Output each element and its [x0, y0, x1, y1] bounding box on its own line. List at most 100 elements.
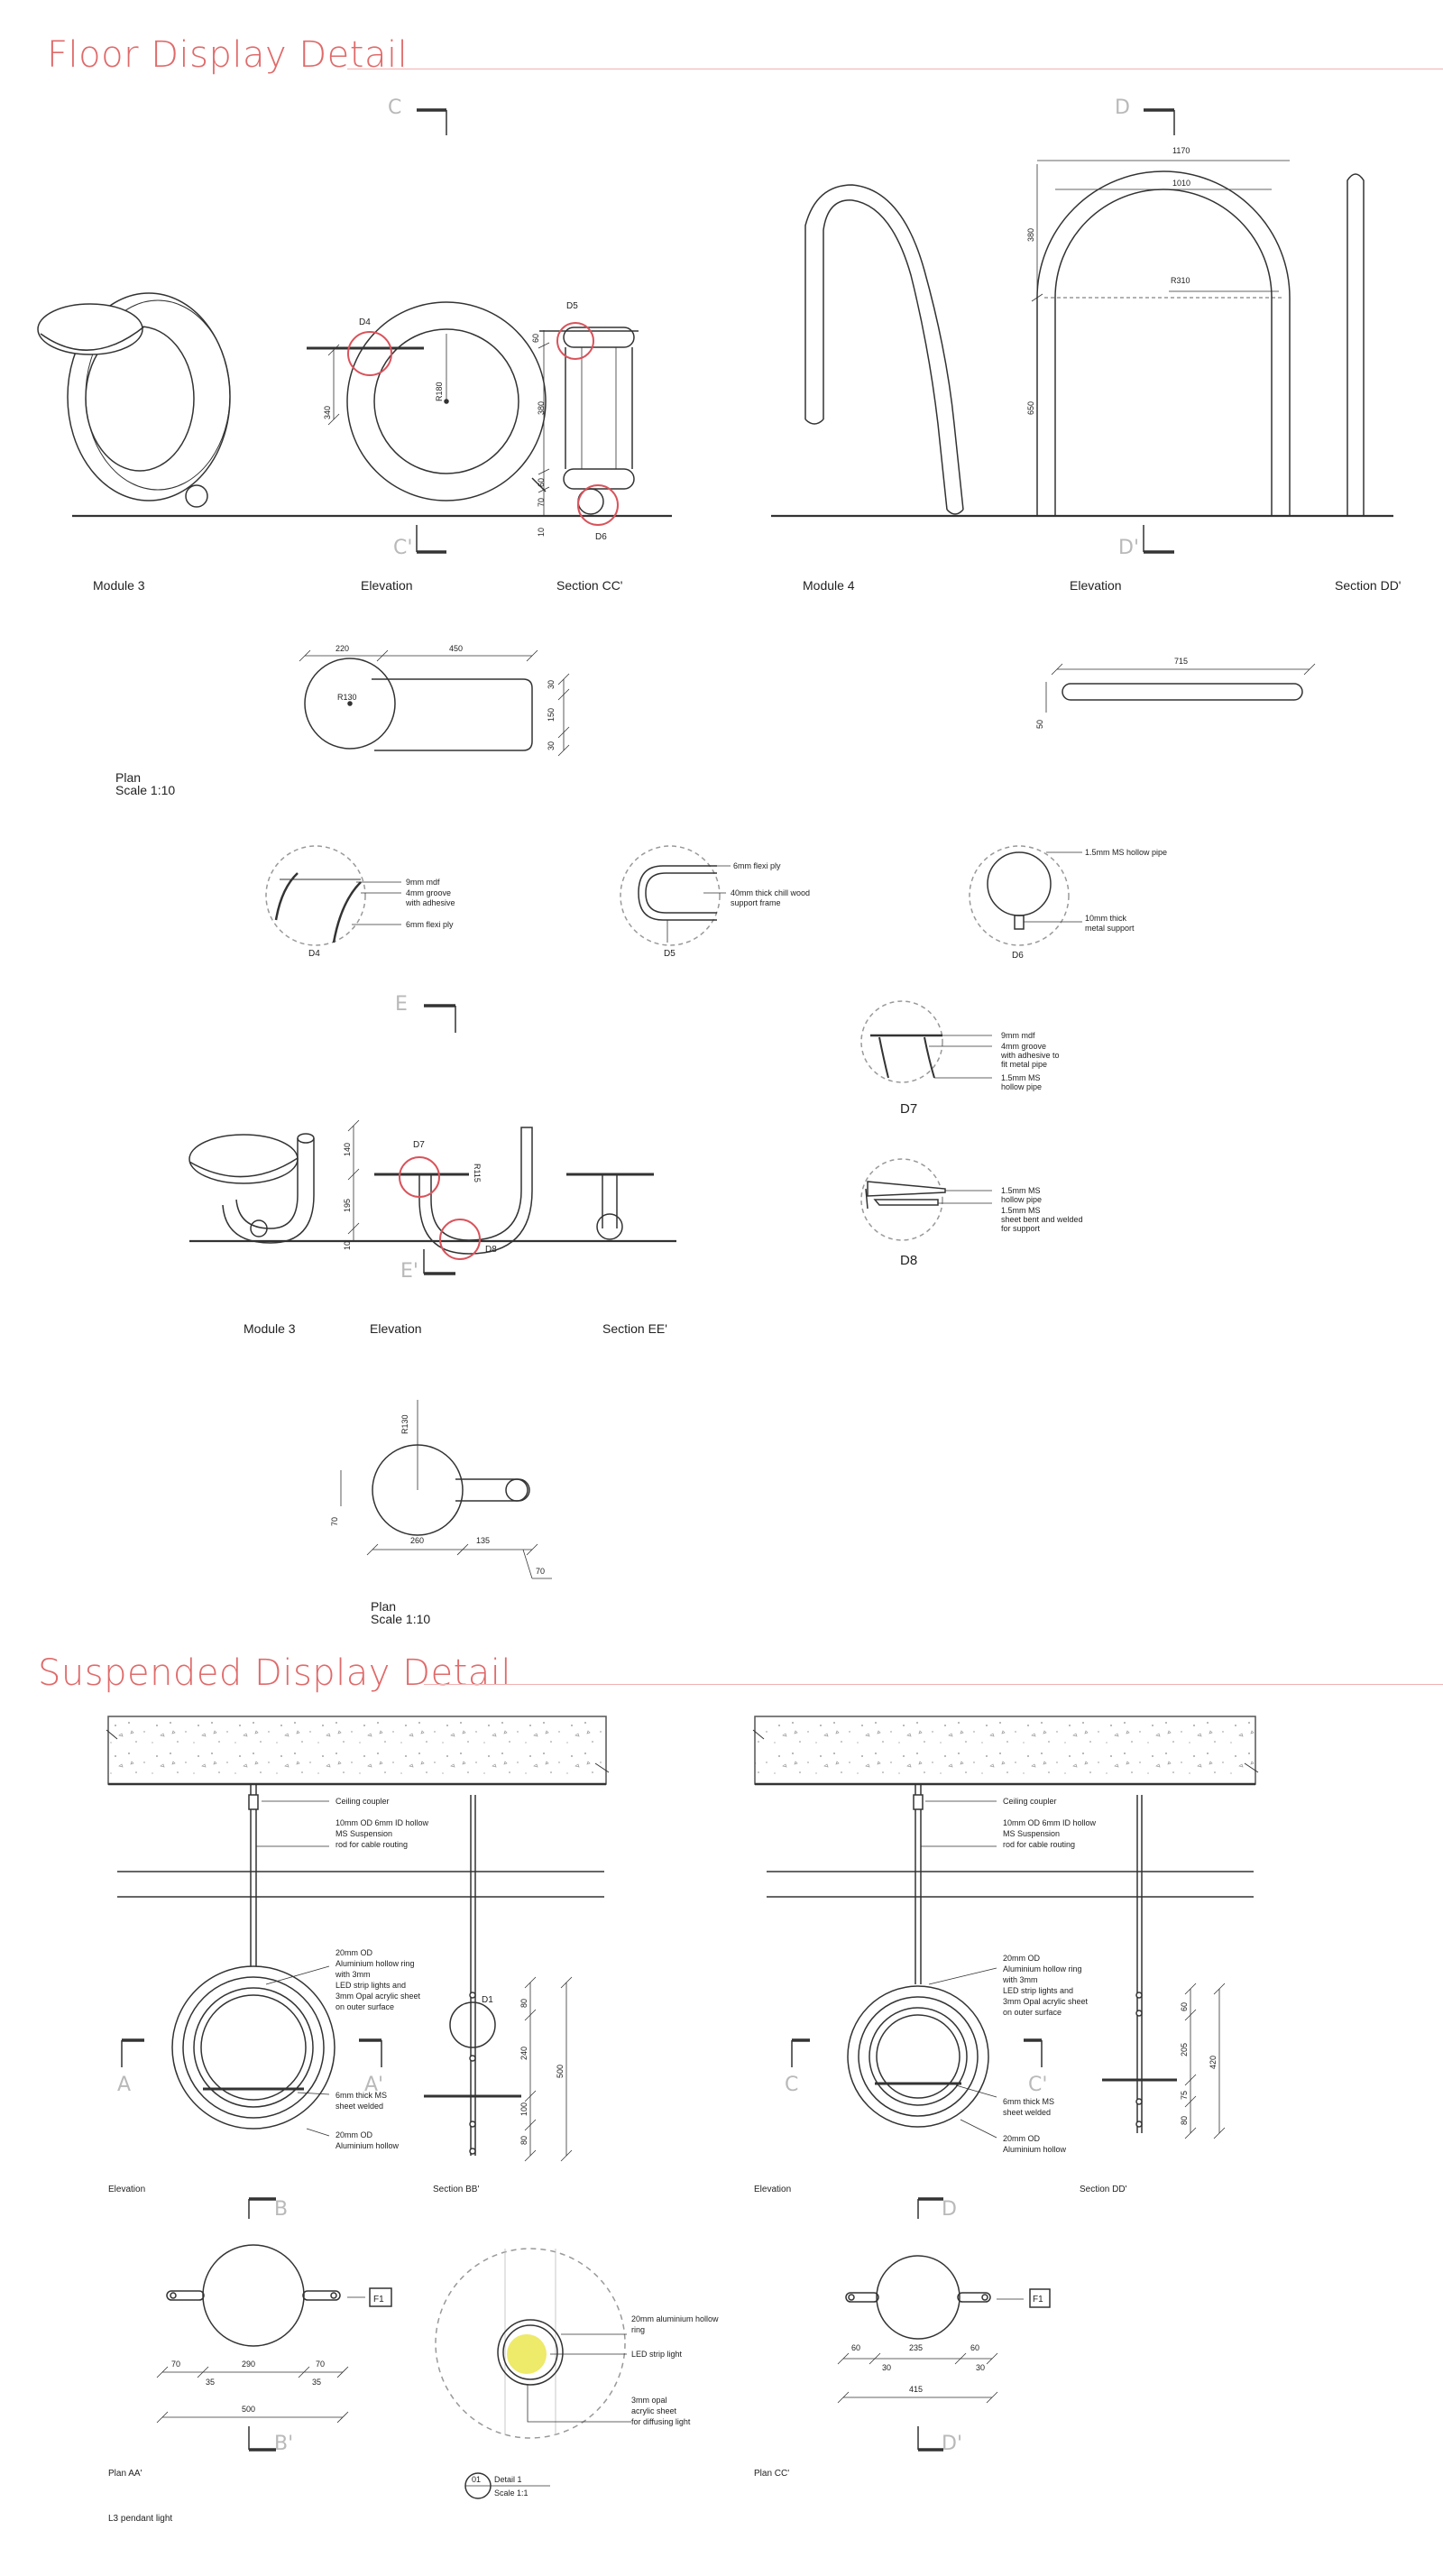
dim-p3-70b: 70	[536, 1567, 545, 1576]
note-d4-groove-2: with adhesive	[405, 898, 455, 907]
label-elevation-left: Elevation	[108, 2185, 145, 2194]
marker-a-prime: A'	[364, 2074, 383, 2096]
note-det-ring-1: 20mm aluminium hollow	[631, 2314, 719, 2323]
pendant-right-elevation	[767, 1784, 1254, 2219]
detail-scale: Scale 1:1	[494, 2489, 528, 2498]
dim-pc-30: 30	[882, 2363, 891, 2372]
dim-p1-150: 150	[547, 708, 556, 722]
label-section-ee: Section EE'	[602, 1321, 667, 1336]
note-left-ring-1: 20mm OD	[335, 1948, 373, 1957]
dim-m3-340: 340	[323, 406, 332, 419]
tag-d7-detail: D7	[900, 1101, 917, 1117]
label-module3-mid: Module 3	[244, 1321, 296, 1336]
note-d5-wood-2: support frame	[731, 898, 781, 907]
label-section-cc: Section CC'	[556, 578, 622, 593]
dim-p1-220: 220	[335, 644, 349, 653]
label-module4: Module 4	[803, 578, 855, 593]
module4-3d-view	[771, 184, 1393, 518]
module4-elevation	[1031, 108, 1291, 554]
label-section-dd: Section DD'	[1080, 2185, 1127, 2194]
module3b-3d-view	[188, 1133, 676, 1244]
module3b-elevation	[347, 1119, 533, 1275]
tag-d4-detail: D4	[308, 949, 320, 959]
note-det-acrylic-2: acrylic sheet	[631, 2406, 677, 2415]
tag-f1-left: F1	[373, 2295, 384, 2305]
marker-b-prime: B'	[274, 2433, 293, 2455]
label-plan-top: Plan	[115, 770, 141, 785]
note-left-al-1: 20mm OD	[335, 2130, 373, 2139]
dim-pc-60: 60	[851, 2343, 860, 2352]
marker-c2-prime: C'	[1028, 2074, 1047, 2096]
marker-d-flag	[1144, 108, 1175, 135]
dim-s1-80b: 80	[519, 2136, 528, 2145]
tag-d8: D8	[485, 1245, 497, 1255]
note-left-al-2: Aluminium hollow	[335, 2141, 400, 2150]
marker-d2: D	[942, 2198, 957, 2221]
marker-c-prime: C'	[393, 537, 412, 559]
module3-3d-view	[37, 292, 672, 518]
note-d5-ply: 6mm flexi ply	[733, 861, 781, 870]
note-left-coupler: Ceiling coupler	[335, 1797, 390, 1806]
dim-s1-80: 80	[519, 1999, 528, 2008]
note-right-ring-3: with 3mm	[1002, 1975, 1038, 1984]
note-right-ring-1: 20mm OD	[1003, 1954, 1041, 1963]
marker-c: C	[388, 97, 401, 119]
plan-aa-view	[156, 2244, 392, 2452]
marker-b-prime-flag	[248, 2426, 276, 2452]
label-section-bb: Section BB'	[433, 2185, 479, 2194]
note-right-ring-2: Aluminium hollow ring	[1003, 1964, 1082, 1973]
suspended-title-rule	[424, 1684, 1443, 1685]
dim-m3-60b: 60	[537, 478, 546, 487]
note-det-led: LED strip light	[631, 2350, 683, 2359]
dim-pa-35b: 35	[312, 2378, 321, 2387]
dim-m3-70: 70	[537, 498, 546, 507]
note-det-acrylic-3: for diffusing light	[631, 2417, 691, 2426]
dim-s2-60: 60	[1180, 2002, 1189, 2011]
detail-number: 01	[472, 2475, 481, 2484]
note-d6-pipe: 1.5mm MS hollow pipe	[1085, 848, 1167, 857]
note-det-acrylic-1: 3mm opal	[631, 2396, 667, 2405]
label-plan-mid: Plan	[371, 1599, 396, 1614]
marker-c-prime-flag	[416, 525, 446, 554]
dim-m4-380: 380	[1026, 228, 1035, 242]
dim-s1-100: 100	[519, 2102, 528, 2116]
marker-e-flag	[424, 1004, 456, 1033]
detail-d7-view	[860, 1000, 992, 1083]
detail-name: Detail 1	[494, 2475, 522, 2484]
pendant-left-elevation	[117, 1784, 604, 2219]
marker-c2-prime-flag	[1024, 2038, 1043, 2067]
note-right-al-1: 20mm OD	[1003, 2134, 1041, 2143]
detail-d5-view	[620, 845, 731, 946]
label-elevation-m4: Elevation	[1070, 578, 1122, 593]
note-right-rod-2: MS Suspension	[1003, 1829, 1060, 1838]
detail-d6-view	[969, 845, 1082, 946]
dim-pc-30b: 30	[976, 2363, 985, 2372]
note-right-coupler: Ceiling coupler	[1003, 1797, 1057, 1806]
label-elevation-mid: Elevation	[370, 1321, 422, 1336]
note-d4-groove-1: 4mm groove	[406, 888, 451, 897]
dim-p2-715: 715	[1174, 657, 1188, 666]
note-d7-pipe-2: hollow pipe	[1001, 1082, 1042, 1091]
label-section-dd-top: Section DD'	[1335, 578, 1401, 593]
dim-e-r115: R115	[473, 1164, 482, 1182]
note-d8-sheet-3: for support	[1001, 1224, 1041, 1233]
note-right-ring-6: on outer surface	[1003, 2008, 1062, 2017]
dim-p3-70: 70	[330, 1517, 339, 1526]
note-left-ring-6: on outer surface	[335, 2002, 394, 2011]
dim-pc-415: 415	[909, 2385, 923, 2394]
marker-c2: C	[785, 2074, 798, 2096]
note-right-rod-3: rod for cable routing	[1003, 1840, 1075, 1849]
note-d7-mdf: 9mm mdf	[1001, 1031, 1035, 1040]
dim-pc-235: 235	[909, 2343, 923, 2352]
marker-c2-flag	[791, 2038, 810, 2067]
note-d7-groove-1: 4mm groove	[1001, 1042, 1046, 1051]
dim-m4-r310: R310	[1171, 276, 1190, 285]
note-left-ring-5: 3mm Opal acrylic sheet	[335, 1992, 421, 2001]
tag-d6-detail: D6	[1012, 951, 1024, 961]
label-elevation-top: Elevation	[361, 578, 413, 593]
marker-a: A	[117, 2074, 131, 2096]
note-d6-support-2: metal support	[1085, 924, 1135, 933]
tag-d8-detail: D8	[900, 1253, 917, 1268]
marker-d2-prime-flag	[917, 2426, 943, 2452]
detail-d8-view	[860, 1158, 992, 1241]
